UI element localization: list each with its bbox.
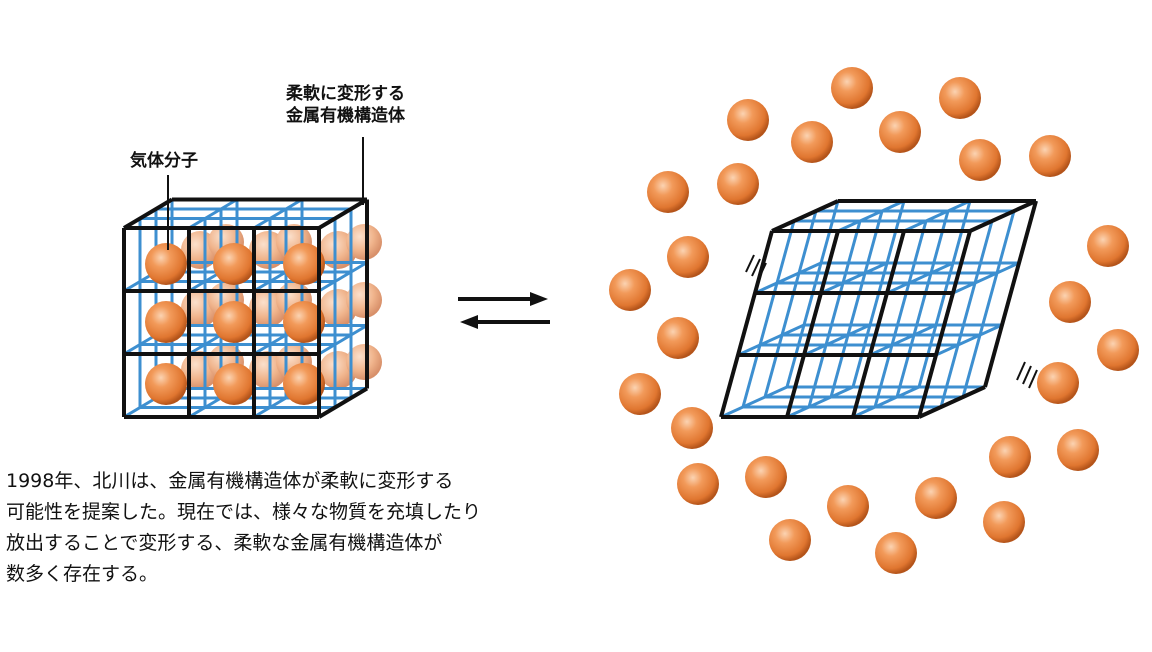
gas-molecule xyxy=(1057,429,1099,471)
lattice-bar xyxy=(754,261,822,295)
lattice-bar xyxy=(939,220,994,408)
gas-molecule xyxy=(727,99,769,141)
lattice-bar xyxy=(253,198,303,230)
gas-molecule xyxy=(283,363,325,405)
gas-molecule xyxy=(791,121,833,163)
lattice-bar xyxy=(737,323,805,357)
gas-molecule xyxy=(1037,362,1079,404)
released-gas-molecules xyxy=(609,67,1139,574)
gas-molecule xyxy=(647,171,689,213)
gas-molecule xyxy=(346,282,382,318)
gas-molecule xyxy=(671,407,713,449)
gas-molecule xyxy=(283,243,325,285)
lattice-bar xyxy=(837,199,905,233)
gas-molecule xyxy=(879,111,921,153)
lattice-bar xyxy=(820,261,888,295)
lattice-bar xyxy=(961,210,1016,398)
front-gas-molecules xyxy=(145,243,325,405)
lattice-bar xyxy=(803,323,871,357)
edge-bar xyxy=(969,199,1037,233)
front-bar xyxy=(719,230,774,418)
gas-molecule xyxy=(983,501,1025,543)
front-bar xyxy=(917,230,972,418)
lattice-bar xyxy=(318,261,368,293)
lattice-bar xyxy=(873,220,928,408)
gas-molecule xyxy=(1029,135,1071,177)
gas-molecule xyxy=(213,243,255,285)
lattice-bar xyxy=(807,220,862,408)
lattice-bar xyxy=(786,385,854,419)
gas-molecule xyxy=(745,456,787,498)
flexible-mof-label-line2: 金属有機構造体 xyxy=(286,106,405,126)
gas-molecule xyxy=(346,344,382,380)
lattice-bar xyxy=(869,323,937,357)
lattice-bar xyxy=(318,324,368,356)
flexible-mof-label-line1: 柔軟に変形する xyxy=(286,84,405,104)
lattice-bar xyxy=(952,261,1020,295)
gas-molecule xyxy=(959,139,1001,181)
front-bar xyxy=(785,230,840,418)
reversible-arrows-icon xyxy=(458,292,550,329)
deformed-black-front-lattice xyxy=(719,199,1038,419)
caption-line: 放出することで変形する、柔軟な金属有機構造体が xyxy=(6,532,443,554)
lattice-bar xyxy=(720,385,788,419)
gas-molecule xyxy=(657,317,699,359)
gas-molecule xyxy=(213,301,255,343)
gas-molecule xyxy=(875,532,917,574)
gas-molecule xyxy=(283,301,325,343)
gas-molecule xyxy=(717,163,759,205)
lattice-bar xyxy=(903,199,971,233)
gas-molecule xyxy=(939,77,981,119)
edge-bar xyxy=(918,385,986,419)
deformed-blue-back-lattice xyxy=(720,199,1038,419)
lattice-bar xyxy=(935,323,1003,357)
gas-molecule xyxy=(827,485,869,527)
edge-bar xyxy=(122,197,174,230)
caption-line: 1998年、北川は、金属有機構造体が柔軟に変形する xyxy=(6,470,454,492)
gas-molecule xyxy=(1049,281,1091,323)
flexible-mof-label: 柔軟に変形する 金属有機構造体 xyxy=(286,83,405,127)
gas-molecule xyxy=(145,363,187,405)
gas-molecule xyxy=(145,301,187,343)
gas-molecule xyxy=(915,477,957,519)
motion-marks xyxy=(745,254,1038,389)
lattice-bar xyxy=(852,385,920,419)
edge-bar xyxy=(317,197,369,230)
lattice-bar xyxy=(886,261,954,295)
lattice-bar xyxy=(895,210,950,398)
edge-bar xyxy=(983,200,1038,388)
gas-molecule xyxy=(667,236,709,278)
gas-molecule xyxy=(145,243,187,285)
front-bar xyxy=(851,230,906,418)
edge-bar xyxy=(317,386,369,419)
caption-text: 1998年、北川は、金属有機構造体が柔軟に変形する 可能性を提案した。現在では、… xyxy=(6,466,566,590)
gas-molecule xyxy=(989,436,1031,478)
black-front-lattice xyxy=(122,197,369,419)
edge-bar xyxy=(771,199,839,233)
gas-molecule xyxy=(831,67,873,109)
lattice-bar xyxy=(188,198,238,230)
gas-molecule-label: 気体分子 xyxy=(130,151,198,171)
gas-molecule xyxy=(609,269,651,311)
gas-molecule xyxy=(1097,329,1139,371)
gas-molecule xyxy=(1087,225,1129,267)
caption-line: 数多く存在する。 xyxy=(6,563,159,585)
gas-molecule xyxy=(346,224,382,260)
lattice-bar xyxy=(741,220,796,408)
gas-molecule xyxy=(677,463,719,505)
caption-line: 可能性を提案した。現在では、様々な物質を充填したり xyxy=(6,501,482,523)
gas-molecule xyxy=(769,519,811,561)
lattice-bar xyxy=(763,210,818,398)
lattice-bar xyxy=(829,210,884,398)
filled-mof-cube xyxy=(122,137,382,419)
gas-molecule xyxy=(619,373,661,415)
gas-molecule xyxy=(213,363,255,405)
